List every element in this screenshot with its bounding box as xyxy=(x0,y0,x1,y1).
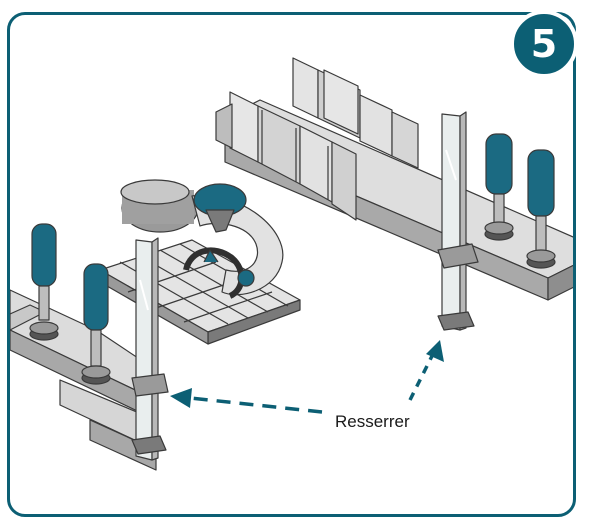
clamp-handle-icon xyxy=(29,223,59,341)
router-icon xyxy=(120,179,284,299)
arrow-icon xyxy=(170,388,323,414)
tighten-callout-label: Resserrer xyxy=(333,412,412,432)
clamp-handle-icon xyxy=(484,133,514,241)
step-number-badge: 5 xyxy=(510,10,578,78)
clamp-handle-icon xyxy=(526,149,556,269)
arrow-icon xyxy=(408,340,444,401)
step-number: 5 xyxy=(530,22,558,66)
right-board-assembly xyxy=(215,57,573,331)
left-table-assembly xyxy=(10,179,301,471)
clamp-handle-icon xyxy=(81,263,111,385)
